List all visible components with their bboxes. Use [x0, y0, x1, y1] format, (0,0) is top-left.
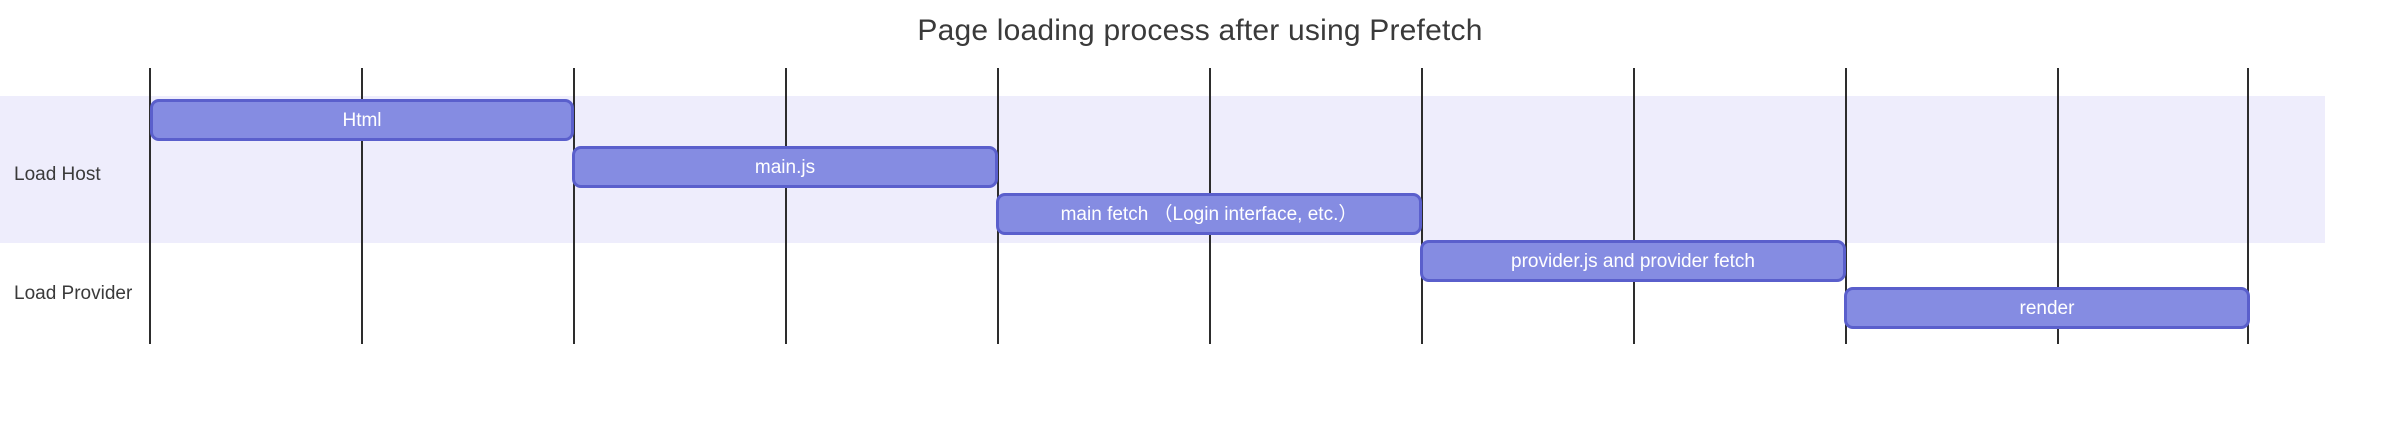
timeline-bar-label: Html [342, 109, 382, 131]
timeline-bar-label: main fetch （Login interface, etc.） [1060, 203, 1358, 225]
timeline-bar-label: render [2019, 297, 2075, 319]
timeline-bar-label: main.js [754, 156, 816, 178]
page-title: Page loading process after using Prefetc… [917, 14, 1483, 47]
gridline-8 [1845, 68, 1847, 344]
gridline-2 [573, 68, 575, 344]
gridline-9 [2057, 68, 2059, 344]
timeline-bar[interactable]: Html [150, 99, 574, 141]
timeline-bar[interactable]: main.js [572, 146, 998, 188]
gridline-6 [1421, 68, 1423, 344]
timeline-bar[interactable]: provider.js and provider fetch [1420, 240, 1846, 282]
gridline-0 [149, 68, 151, 344]
gridline-3 [785, 68, 787, 344]
timeline-bar-label: provider.js and provider fetch [1511, 250, 1755, 272]
gridline-10 [2247, 68, 2249, 344]
lane-label-load-host: Load Host [14, 164, 101, 185]
timeline-bar[interactable]: render [1844, 287, 2250, 329]
timeline-bar[interactable]: main fetch （Login interface, etc.） [996, 193, 1422, 235]
gridline-7 [1633, 68, 1635, 344]
gridline-1 [361, 68, 363, 344]
lane-label-load-provider: Load Provider [14, 283, 133, 304]
